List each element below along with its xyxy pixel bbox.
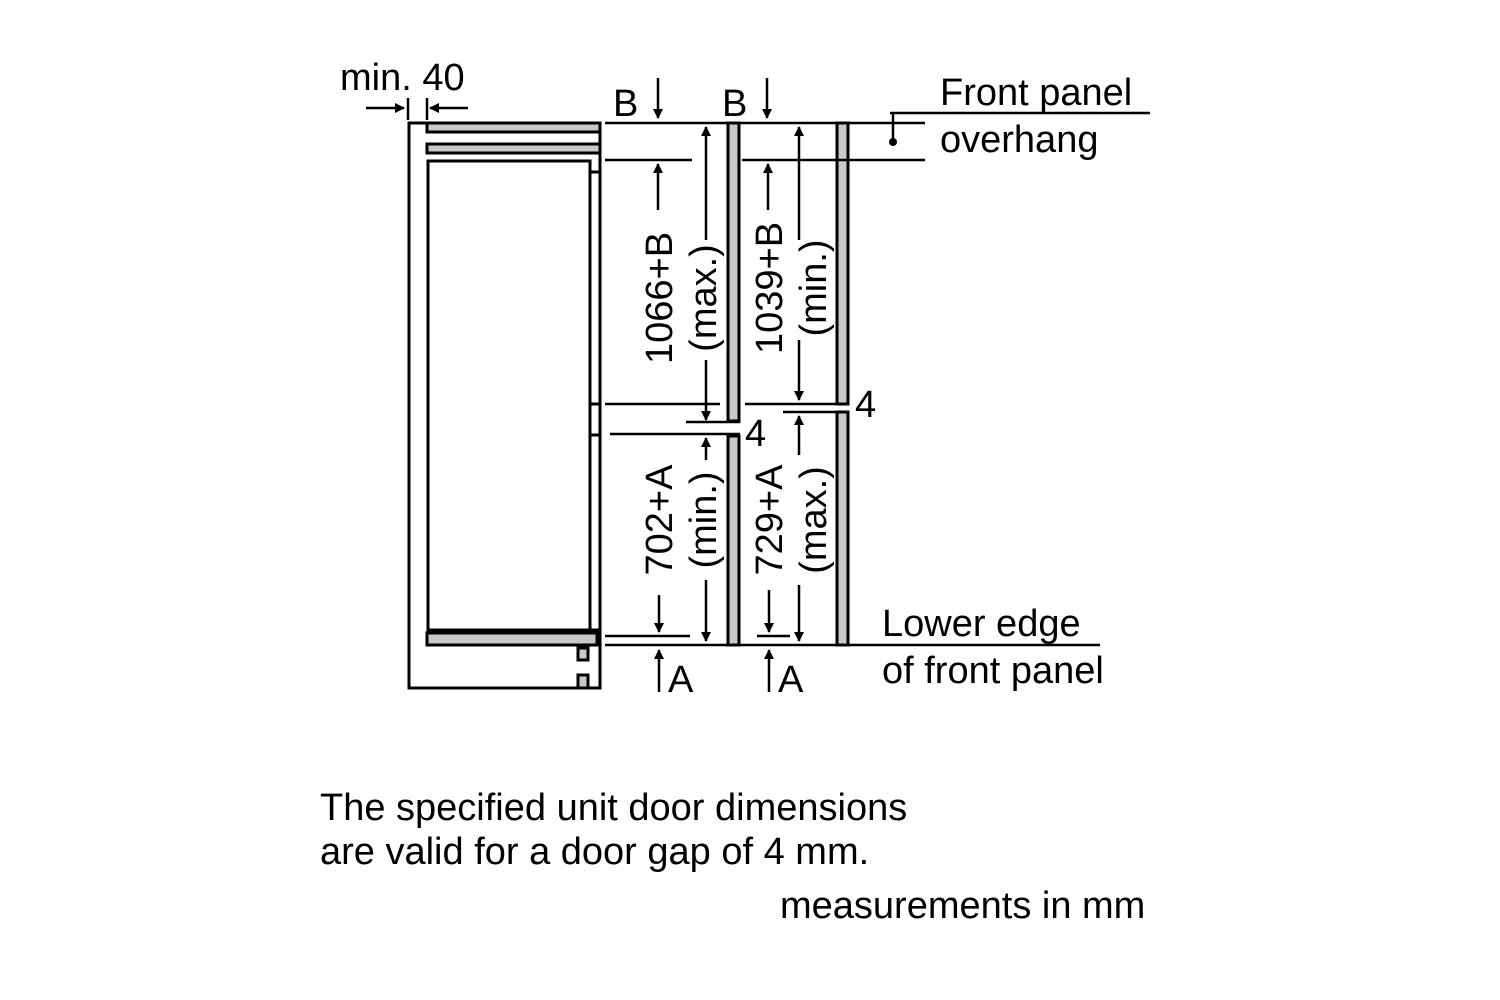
cabinet-side-view <box>407 121 602 690</box>
note-line-1: The specified unit door dimensions <box>320 787 907 829</box>
units-note: measurements in mm <box>780 885 1145 927</box>
b-label-1: B <box>613 83 638 125</box>
door-gap-label-1: 4 <box>745 413 766 455</box>
lower-door-min-qualifier: (min.) <box>683 471 725 568</box>
dimension-arrows <box>653 126 804 642</box>
min-clearance-label: min. 40 <box>340 57 465 99</box>
lower-edge-label-line2: of front panel <box>882 650 1104 692</box>
front-panel-overhang-label-line2: overhang <box>940 119 1098 161</box>
b-label-2: B <box>722 83 747 125</box>
door-gap-label-2: 4 <box>855 384 876 426</box>
upper-door-min-dimension: 1039+B <box>749 222 791 354</box>
lower-door-min-dimension: 702+A <box>639 464 681 576</box>
upper-door-max-dimension: 1066+B <box>639 232 681 364</box>
clearance-arrows <box>366 98 468 120</box>
a-label-2: A <box>778 659 804 701</box>
upper-door-min-qualifier: (min.) <box>793 239 835 336</box>
note-line-2: are valid for a door gap of 4 mm. <box>320 831 869 873</box>
lower-door-max-qualifier: (max.) <box>793 466 835 574</box>
a-label-1: A <box>668 659 694 701</box>
lower-door-max-dimension: 729+A <box>749 464 791 576</box>
upper-door-max-qualifier: (max.) <box>683 244 725 352</box>
front-panel-overhang-label-line1: Front panel <box>940 72 1132 114</box>
lower-edge-label-line1: Lower edge <box>882 603 1081 645</box>
reference-lines <box>605 111 1150 647</box>
